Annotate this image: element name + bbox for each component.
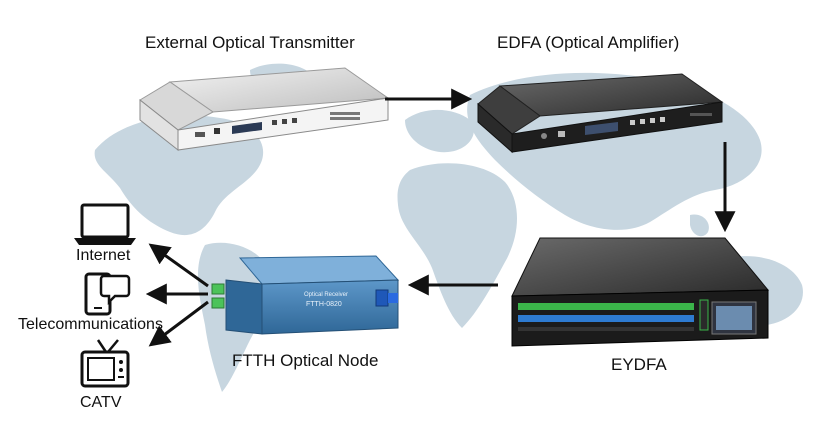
flow-arrows [145,88,736,347]
eydfa-device [511,237,770,347]
edfa-device [477,73,724,154]
label-edfa: EDFA (Optical Amplifier) [497,33,680,52]
transmitter-device [139,67,390,152]
tv-icon [80,339,130,388]
arrow-node-to-catv [148,300,209,347]
label-eydfa: EYDFA [611,355,667,374]
ftth-node-device: Optical Receiver FTTH-0820 [211,255,400,335]
label-catv: CATV [80,394,122,411]
node-brand-text: Optical Receiver [304,292,348,298]
label-transmitter: External Optical Transmitter [145,33,355,52]
node-model-text: FTTH-0820 [306,301,342,308]
laptop-icon [74,203,136,245]
phone-chat-icon [84,272,131,316]
arrow-node-to-internet [148,243,209,288]
label-ftth-node: FTTH Optical Node [232,351,379,370]
label-telecommunications: Telecommunications [18,316,163,333]
label-internet: Internet [76,247,131,264]
